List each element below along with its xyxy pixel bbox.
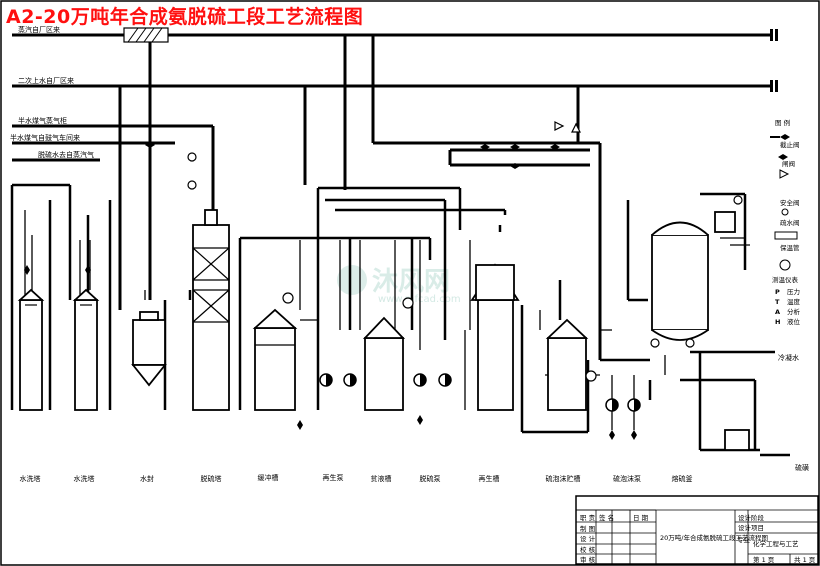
pipe-label-gas-holder: 半水煤气蒸气柜 xyxy=(18,116,67,125)
pump-fills xyxy=(326,374,640,411)
label-melting-kettle: 熔硫釜 xyxy=(672,474,693,483)
tb-design-project: 设计项目 xyxy=(738,523,764,532)
tb-stage-mark: 专业 xyxy=(737,535,751,544)
tb-date: 日 期 xyxy=(633,514,649,522)
tb-total: 共 1 页 xyxy=(794,555,816,564)
label-buffer-tank: 缓冲槽 xyxy=(258,473,279,482)
tb-school: 化学工程与工艺 xyxy=(753,539,799,548)
drawing-title: A2-20万吨年合成氨脱硫工段工艺流程图 xyxy=(6,6,364,28)
label-lean-tank: 贫液槽 xyxy=(371,474,392,483)
label-foam-pump: 硫泡沫泵 xyxy=(613,474,641,483)
label-condensate: 冷凝水 xyxy=(778,353,799,362)
legend-steam-trap: 疏水阀 xyxy=(780,218,800,227)
label-regen-tank: 再生槽 xyxy=(479,474,500,483)
legend-gate-valve: 闸阀 xyxy=(782,159,795,168)
tower-packing xyxy=(25,247,295,346)
tb-sign: 签 名 xyxy=(599,513,614,522)
pipe-label-desulf-water: 脱硫水去自蒸汽气 xyxy=(38,150,94,159)
legend-temperature: 温度 xyxy=(787,297,801,306)
tb-drawn: 制 图 xyxy=(580,524,595,533)
label-regen-pump: 再生泵 xyxy=(323,473,344,482)
tb-page: 第 1 页 xyxy=(753,555,775,564)
equipment-labels: 水洗塔 水洗塔 水封 脱硫塔 缓冲槽 再生泵 贫液槽 脱硫泵 再生槽 硫泡沫贮槽… xyxy=(20,353,810,483)
legend-instrument: 测温仪表 xyxy=(772,275,799,284)
tb-review: 审 核 xyxy=(580,555,596,564)
tb-design: 设 计 xyxy=(580,534,596,543)
pipe-label-steam: 蒸汽自厂区来 xyxy=(18,25,60,34)
tb-check: 校 核 xyxy=(580,545,596,554)
watermark: 沐风网 www.mfcad.com xyxy=(337,265,461,305)
legend-letter-t: T xyxy=(775,298,780,306)
insulation-hatch xyxy=(127,27,163,43)
instruments xyxy=(187,152,743,382)
legend: 图 例 截止阀 闸阀 安全阀 疏水阀 保温管 测温仪表 P 压力 T 温度 A … xyxy=(770,118,801,326)
title-block: 职 责 制 图 设 计 校 核 审 核 签 名 日 期 20万吨/年合成氨脱硫工… xyxy=(575,495,819,565)
pipe-label-water: 二次上水自厂区来 xyxy=(18,76,74,85)
label-desulf-pump: 脱硫泵 xyxy=(420,474,441,483)
legend-letter-h: H xyxy=(775,318,780,326)
label-water-seal: 水封 xyxy=(140,474,154,483)
tb-role: 职 责 xyxy=(580,513,596,522)
tb-drawing-name: 20万吨/年合成氨脱硫工段工艺流程图 xyxy=(660,533,768,542)
legend-insulated-pipe: 保温管 xyxy=(780,243,800,252)
watermark-url: www.mfcad.com xyxy=(378,294,461,305)
label-water-wash-2: 水洗塔 xyxy=(74,474,95,483)
equipment xyxy=(17,209,750,451)
legend-letter-a: A xyxy=(775,308,780,316)
valves xyxy=(24,142,637,440)
pipe-label-gas-from-blower: 半水煤气自鼓气车间来 xyxy=(10,133,80,142)
header-pipe-ends xyxy=(770,29,778,92)
legend-title: 图 例 xyxy=(775,118,790,127)
legend-analysis: 分析 xyxy=(787,307,801,316)
process-piping xyxy=(10,183,790,457)
legend-globe-valve: 截止阀 xyxy=(780,140,800,149)
label-water-wash-1: 水洗塔 xyxy=(20,474,41,483)
label-desulf-tower: 脱硫塔 xyxy=(201,474,222,483)
legend-safety-valve: 安全阀 xyxy=(780,198,800,207)
label-sulfur: 硫磺 xyxy=(795,463,809,472)
safety-valves xyxy=(554,121,581,133)
legend-letter-p: P xyxy=(775,288,780,296)
label-foam-storage: 硫泡沫贮槽 xyxy=(546,474,581,483)
legend-level: 液位 xyxy=(787,317,801,326)
tb-design-stage: 设计阶段 xyxy=(738,513,765,522)
legend-pressure: 压力 xyxy=(787,287,800,296)
